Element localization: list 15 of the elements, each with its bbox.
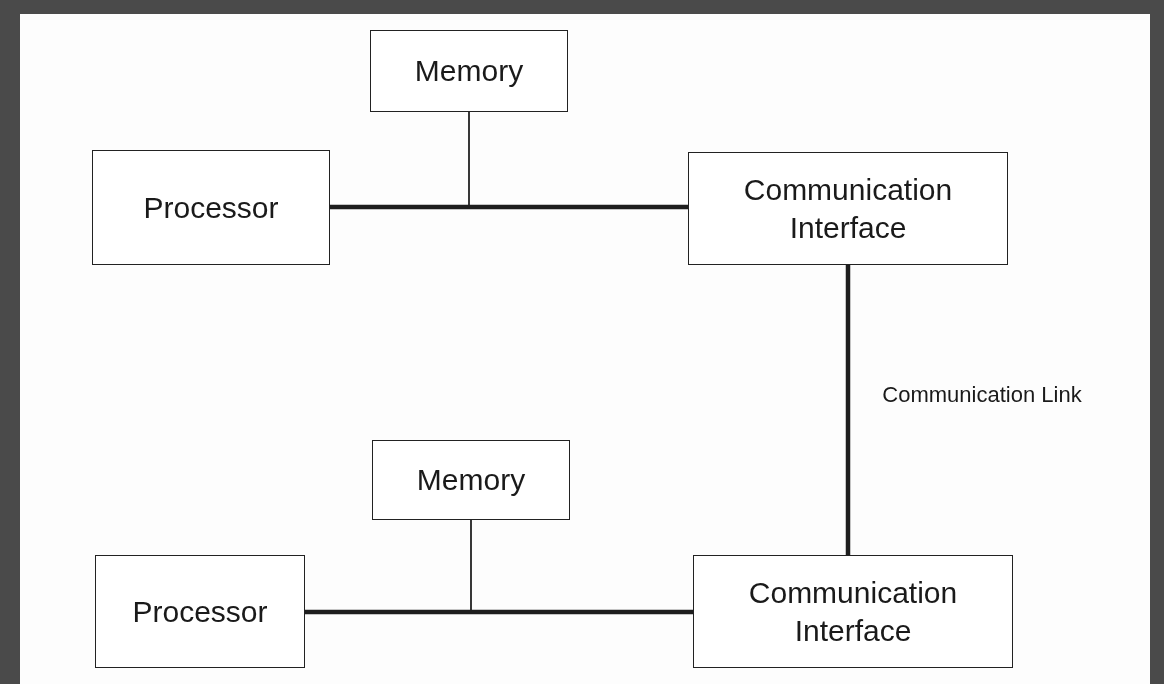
box-label: Memory <box>416 462 526 498</box>
connector-line <box>330 204 688 210</box>
box-label: Memory <box>414 53 524 89</box>
component-box <box>693 555 1013 668</box>
box-label: Communication Interface <box>742 171 954 246</box>
box-label: Communication Interface <box>747 574 959 649</box>
box-label: Processor <box>132 593 268 630</box>
connector-line <box>305 609 693 615</box>
component-box <box>370 30 568 112</box>
connector-line <box>845 265 851 555</box>
component-box <box>92 150 330 265</box>
component-box <box>95 555 305 668</box>
component-box <box>372 440 570 520</box>
component-box <box>688 152 1008 265</box>
box-label: Processor <box>143 189 279 226</box>
